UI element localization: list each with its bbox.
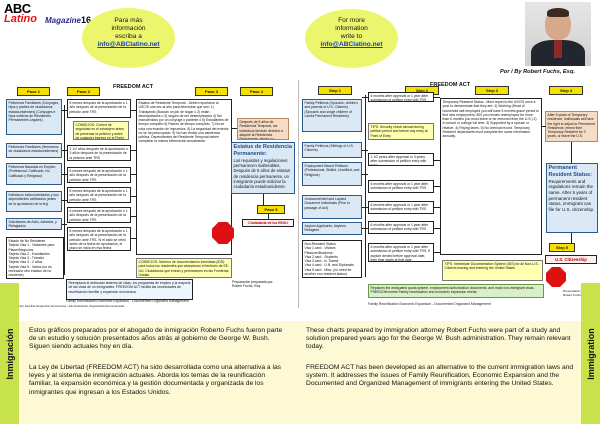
masthead-logo: ABC Latino Magazine 16 <box>3 1 123 28</box>
es-timing-2: 2 1/2 años después de la aprobación o 3 … <box>67 145 131 161</box>
en-footer: Family Reunification Economic Expansion … <box>368 302 491 306</box>
en-undocumented: Undocumented and Lapsed Document Individ… <box>302 195 362 219</box>
en-timing-4: 6 months after approval or 1 year after … <box>368 201 434 214</box>
en-step-5: Step 5 <box>549 243 575 252</box>
chart-divider <box>298 80 299 308</box>
bubble-es-line2: información <box>111 25 146 32</box>
logo-abc: ABC <box>4 1 31 16</box>
banner-inmigracion-label: Inmigración <box>4 327 15 380</box>
banner-immigration: Immigration <box>581 283 600 424</box>
en-asylum: Asylum Applicants, Asylees, Refugees <box>302 222 362 235</box>
es-bottom-note: Reemplaza el anticuado sistema de visas,… <box>66 279 193 300</box>
es-timing-5: 6 meses después de la aprobación o 1 año… <box>67 207 131 223</box>
es-step-3: Paso 3 <box>195 87 228 96</box>
author-photo <box>525 2 591 66</box>
bubble-en-line2: information <box>335 25 368 32</box>
bubble-en-email-link[interactable]: info@ABClatino.net <box>320 41 383 48</box>
en-permanent-head: Permanent Resident Status: <box>548 165 592 178</box>
contact-bubble-es: Para más información escriba a info@ABCl… <box>82 8 175 68</box>
en-timing-2: 2 1/2 years after approval or 3 years af… <box>368 153 434 166</box>
es-undocumented: Individuos Indocumentados y sus dependie… <box>6 191 62 212</box>
byline: Por / By Robert Fuchs, Esq. <box>500 69 575 75</box>
es-step-1: Paso 1 <box>17 87 50 96</box>
banner-immigration-label: Immigration <box>585 327 596 380</box>
logo-issue: 16 <box>81 15 92 25</box>
en-bottom-note: Replaces the antiquated quota system, em… <box>368 284 544 298</box>
en-step-3: Step 3 <box>475 86 509 95</box>
en-temp-resident: Temporary Resident Status - Must report … <box>440 98 542 255</box>
es-intro-para-1: Estos gráficos preparados por el abogado… <box>29 327 283 351</box>
en-sibling-petitions: Family Petitions (Siblings of U.S. Citiz… <box>302 142 362 158</box>
en-temp-tips: TIPS: Immediate Documentation System (ID… <box>442 260 543 281</box>
es-step-5: Paso 5 <box>257 205 285 214</box>
es-sibling-petitions: Peticiones Familiares (Hermanos de ciuda… <box>6 143 62 158</box>
en-prepared-by: Presentation prepared by: Robert Fuchs, … <box>563 289 599 297</box>
es-permanent-head: Estatus de Residencia Permanente: <box>233 144 292 157</box>
es-nonresident: Estado de No Residente Tarjeta Visa 1 - … <box>6 237 64 279</box>
logo-magazine: Magazine <box>45 16 82 25</box>
es-permanent-body: Los requisitos y regulaciones permanecen… <box>233 157 291 189</box>
en-timing-6: 6 months after approval or 1 year after … <box>368 243 434 262</box>
es-permanent-resident: Estatus de Residencia Permanente: Los re… <box>231 142 295 194</box>
en-family-petitions: Family Petitions (Spouses, children, and… <box>302 99 362 132</box>
en-intro-para-1: These charts prepared by immigration att… <box>306 327 571 351</box>
es-after-5-years: Después de 5 años de Residencia Temporal… <box>237 118 289 140</box>
es-stop-octagon <box>212 222 234 244</box>
es-intro-para-2: La Ley de Libertad (FREEDOM ACT) ha sido… <box>29 364 282 396</box>
bubble-es-email-link[interactable]: info@ABClatino.net <box>97 41 160 48</box>
contact-bubble-en: For more information write to info@ABCla… <box>305 9 398 68</box>
es-step-4: Paso 4 <box>240 87 273 96</box>
es-temp-tips: CONSEJOS: Número de documentación inmedi… <box>136 258 232 278</box>
en-step-4: Step 4 <box>549 86 583 95</box>
es-family-petitions: Peticiones Familiares (Cónyuges, hijos y… <box>6 99 62 135</box>
es-prep-label: Preparación preparada por: <box>232 280 274 284</box>
es-employment-petitions: Peticiones Basadas en Empleo (Profesiona… <box>6 163 62 185</box>
bubble-en-line3: write to <box>340 33 363 40</box>
en-citizenship: U.S. Citizenship <box>545 255 597 264</box>
en-timing-1: 6 months after approval or 1 year after … <box>368 92 434 102</box>
en-intro-para-2: FREEDOM ACT has been developed as an alt… <box>306 364 574 388</box>
es-asylum: Solicitantes de Asilo, Asilados, y Refug… <box>6 218 62 230</box>
lower-section <box>0 321 600 424</box>
banner-inmigracion: Inmigración <box>0 283 19 424</box>
en-step-1: Step 1 <box>318 86 352 95</box>
bubble-en-line1: For more <box>338 17 365 24</box>
es-citizenship: Ciudadanía de los EEUU <box>242 219 294 227</box>
es-timing-4: 6 meses después de la aprobación o 1 año… <box>67 187 131 203</box>
bubble-es-line3: escriba a <box>115 33 142 40</box>
en-permanent-resident: Permanent Resident Status: Requirements … <box>546 163 598 233</box>
en-stop-octagon <box>546 267 566 287</box>
en-tips: TIPS: Security check abroad during petit… <box>368 123 434 140</box>
bubble-es-line1: Para más <box>114 17 143 24</box>
es-footer: Family Reunification Economic Expansion … <box>66 299 189 303</box>
es-timing-6: 6 meses después de la aprobación o 1 año… <box>67 227 131 251</box>
es-step-2: Paso 2 <box>67 87 100 96</box>
es-footer-2: Reunificación Familiar Expansión Económi… <box>6 304 125 308</box>
en-chart-title: FREEDOM ACT <box>430 82 471 88</box>
en-permanent-body: Requirements and regulations remain the … <box>548 178 595 212</box>
es-tips: CONSEJOS: Control de seguridad en el ext… <box>73 121 129 140</box>
es-prepared-by: Preparación preparada por: Robert Fuchs,… <box>232 280 292 289</box>
en-after-5-years: After 5 years of Temporary residence, in… <box>545 111 598 142</box>
es-temp-resident: Estatus de Residente Temporal - Deben re… <box>136 99 232 255</box>
es-chart-title: FREEDOM ACT <box>113 84 154 90</box>
es-timing-3: 6 meses después de la aprobación o 1 año… <box>67 167 131 183</box>
es-prep-name: Robert Fuchs, Esq. <box>232 284 262 289</box>
logo-latino: Latino <box>4 13 37 25</box>
en-timing-5: 6 months after approval or 1 year after … <box>368 221 434 234</box>
en-timing-3: 6 months after approval or 1 year after … <box>368 180 434 193</box>
en-prep-label: Presentation prepared by: <box>563 289 599 293</box>
en-employment-petitions: Employment Based Petitions (Professional… <box>302 162 362 186</box>
es-timing-1: 6 meses después de la aprobación o 1 año… <box>67 99 131 118</box>
en-nonresident: Non-Resident Status Visa 1 card - Visito… <box>302 240 362 278</box>
en-prep-name: Robert Fuchs, Esq. <box>563 293 590 298</box>
